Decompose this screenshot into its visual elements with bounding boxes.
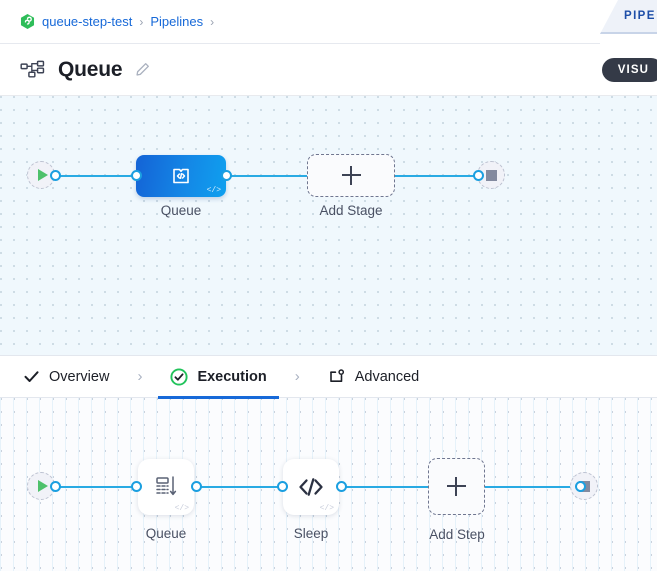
- breadcrumb-item-project[interactable]: queue-step-test: [42, 14, 133, 29]
- edge-start-to-queue-step: [46, 486, 142, 488]
- tab-pipelines[interactable]: PIPE: [600, 0, 657, 34]
- edge-queue-to-addstage: [224, 175, 310, 177]
- queue-stack-icon: [156, 476, 177, 496]
- queue-stage-output-port[interactable]: [221, 170, 232, 181]
- edge-addstep-to-end: [482, 486, 578, 488]
- code-slash-icon: [299, 478, 323, 496]
- stage-end-input-port[interactable]: [473, 170, 484, 181]
- stage-start-output-port[interactable]: [50, 170, 61, 181]
- stage-node-queue-label: Queue: [160, 203, 202, 218]
- step-graph-canvas[interactable]: </> Queue </> Sleep Add Step: [0, 398, 657, 571]
- tab-advanced[interactable]: Advanced: [328, 356, 420, 398]
- hexagon-link-icon: [20, 14, 35, 29]
- box-gear-icon: [328, 368, 346, 386]
- add-step-label: Add Step: [429, 527, 485, 542]
- step-node-sleep-label: Sleep: [293, 526, 329, 541]
- queue-step-input-port[interactable]: [131, 481, 142, 492]
- breadcrumb-separator-1: ›: [139, 14, 144, 29]
- tab-overview[interactable]: Overview: [22, 356, 109, 398]
- queue-stage-input-port[interactable]: [131, 170, 142, 181]
- play-icon: [37, 169, 48, 181]
- page-header: Queue: [0, 44, 657, 96]
- visual-editor-button-label: VISU: [617, 64, 649, 76]
- tab-advanced-label: Advanced: [354, 368, 420, 385]
- plus-icon: [447, 477, 466, 496]
- add-step-button[interactable]: [428, 458, 485, 515]
- stop-icon: [485, 169, 497, 181]
- sleep-step-output-port[interactable]: [336, 481, 347, 492]
- sleep-step-input-port[interactable]: [277, 481, 288, 492]
- stage-graph-canvas[interactable]: </> Queue Add Stage: [0, 96, 657, 356]
- pencil-edit-icon[interactable]: [135, 62, 150, 77]
- step-node-queue-code-badge: </>: [174, 504, 189, 513]
- breadcrumb: queue-step-test › Pipelines ›: [0, 0, 600, 44]
- breadcrumb-item-pipelines[interactable]: Pipelines: [150, 14, 204, 29]
- add-stage-button[interactable]: [307, 154, 395, 197]
- edge-start-to-queue: [46, 175, 142, 177]
- visual-editor-button[interactable]: VISU: [601, 58, 657, 82]
- pipeline-tree-icon: [20, 60, 45, 78]
- step-start-output-port[interactable]: [50, 481, 61, 492]
- edge-sleep-to-addstep: [338, 486, 432, 488]
- tab-execution[interactable]: Execution: [158, 356, 280, 399]
- edge-queue-to-sleep-step: [194, 486, 286, 488]
- step-node-queue-label: Queue: [145, 526, 187, 541]
- check-circle-green-icon: [170, 367, 188, 386]
- tab-separator-1: ›: [137, 368, 143, 385]
- stage-node-queue[interactable]: </>: [136, 155, 226, 197]
- step-node-sleep[interactable]: </>: [283, 459, 339, 515]
- code-block-icon: [173, 168, 189, 184]
- tab-pipelines-label: PIPE: [624, 10, 656, 22]
- page-title: Queue: [58, 57, 123, 81]
- step-tab-bar: Overview › Execution › Advanced: [0, 356, 657, 399]
- play-icon: [37, 480, 48, 492]
- tab-execution-label: Execution: [197, 368, 267, 385]
- edge-addstage-to-end: [392, 175, 482, 177]
- check-icon: [22, 368, 40, 386]
- tab-separator-2: ›: [294, 368, 300, 385]
- stage-node-queue-code-badge: </>: [206, 186, 221, 195]
- tab-overview-label: Overview: [49, 368, 110, 385]
- plus-icon: [341, 166, 361, 185]
- add-stage-label: Add Stage: [319, 203, 383, 218]
- step-node-queue[interactable]: </>: [138, 459, 194, 515]
- queue-step-output-port[interactable]: [191, 481, 202, 492]
- breadcrumb-separator-2: ›: [210, 14, 215, 29]
- step-end-input-port[interactable]: [575, 481, 586, 492]
- step-node-sleep-code-badge: </>: [319, 504, 334, 513]
